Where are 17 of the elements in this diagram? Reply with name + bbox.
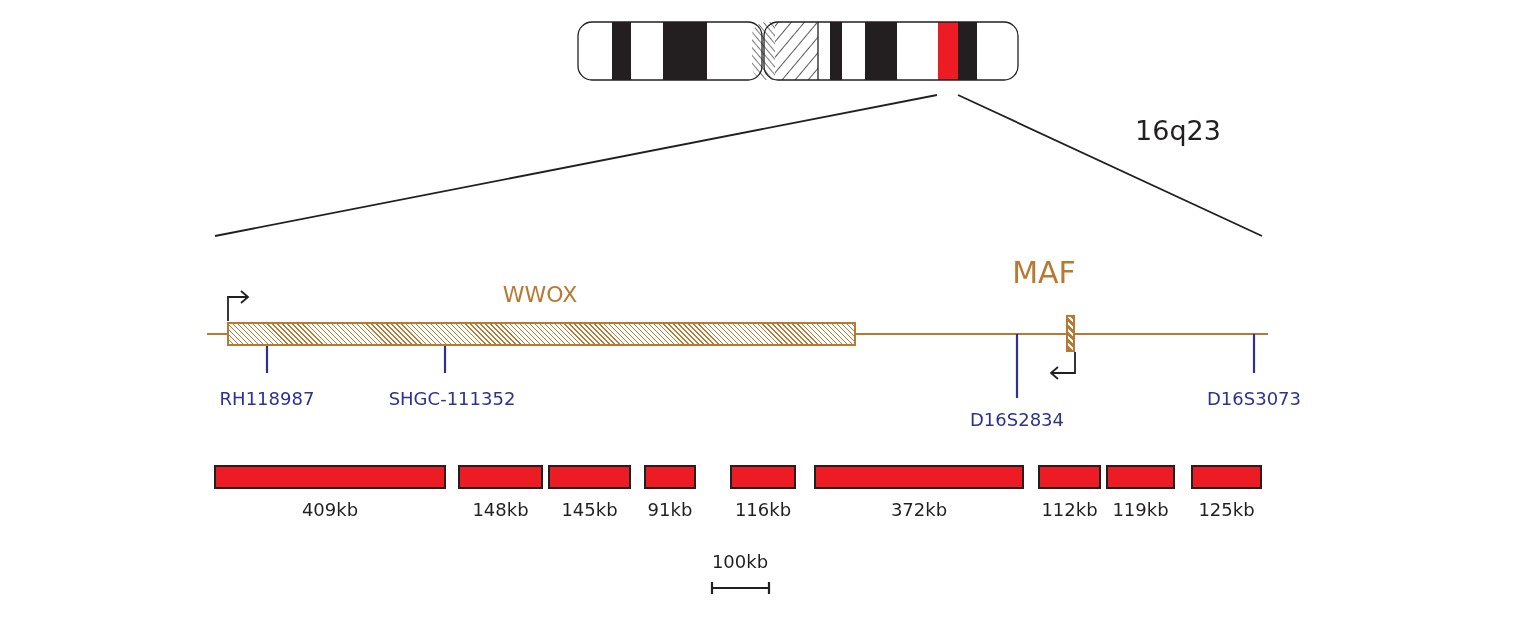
- size-label: 125kb: [1198, 499, 1255, 520]
- size-label: 148kb: [472, 499, 529, 520]
- size-label: 119kb: [1112, 499, 1169, 520]
- size-label: 116kb: [734, 499, 792, 520]
- marker-label: D16S2834: [970, 409, 1064, 430]
- marker-label: D16S3073: [1207, 388, 1301, 409]
- gene-label: WWOX: [502, 282, 578, 307]
- scale-label: 100kb: [711, 551, 769, 572]
- size-label: 112kb: [1041, 499, 1098, 520]
- size-label: 91kb: [647, 499, 693, 520]
- size-label: 145kb: [561, 499, 618, 520]
- marker-label: RH118987: [219, 388, 315, 409]
- band-label: 16q23: [1135, 115, 1221, 146]
- marker-label: SHGC-111352: [388, 388, 516, 409]
- size-label: 372kb: [890, 499, 948, 520]
- size-label: 409kb: [301, 499, 359, 520]
- gene-label: MAF: [1012, 255, 1076, 290]
